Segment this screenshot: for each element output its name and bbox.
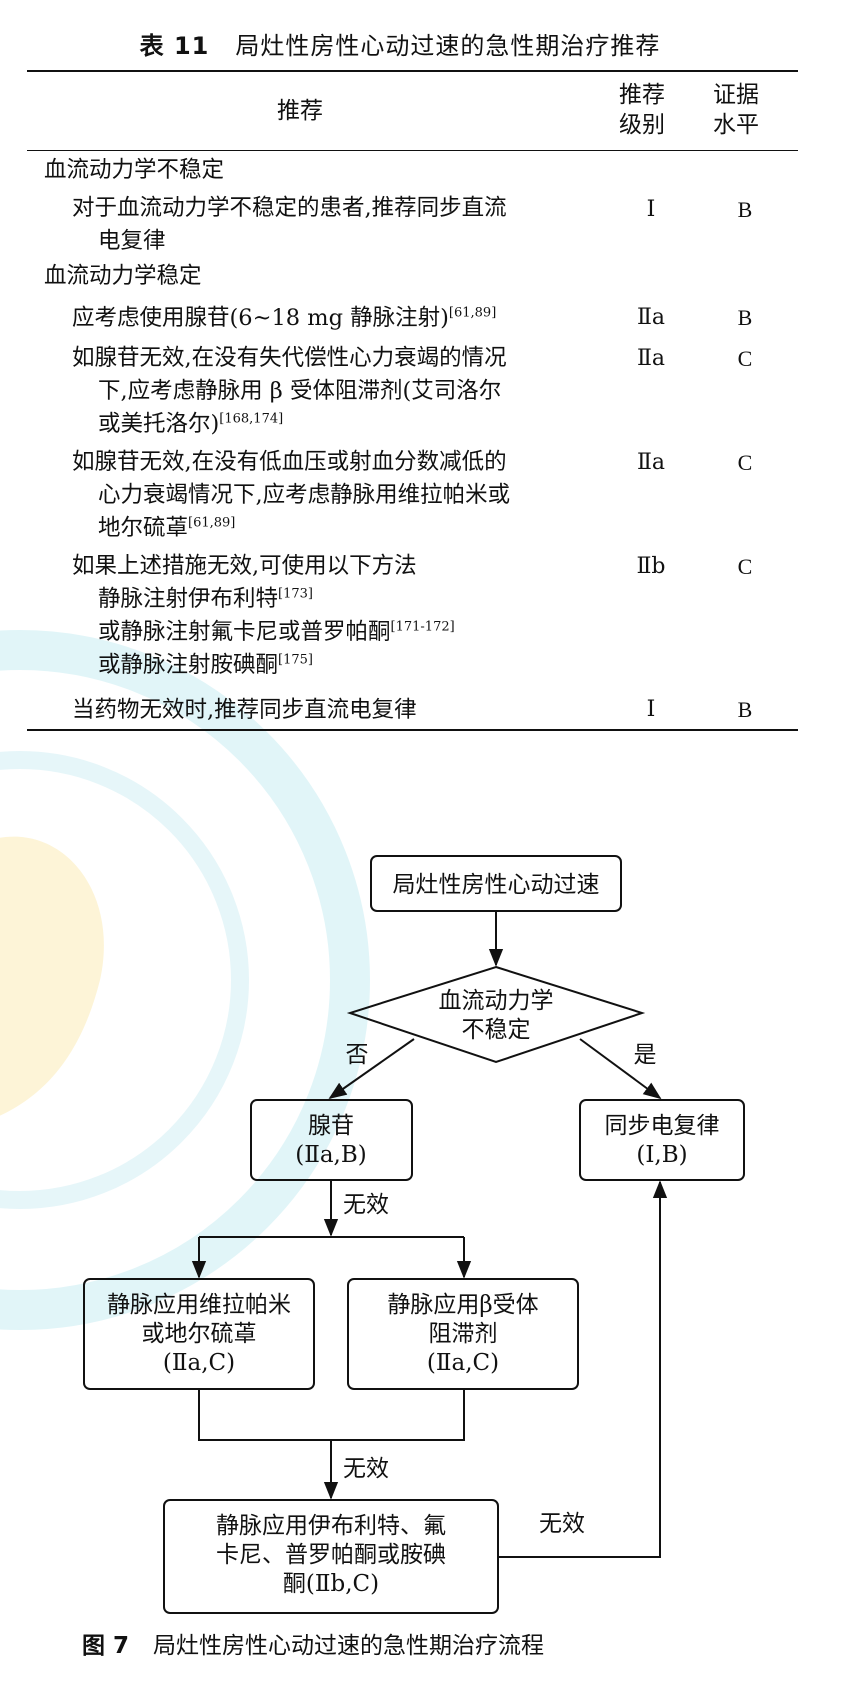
beta-blocker-label-line3: (Ⅱa,C)	[427, 1350, 499, 1376]
citation: [173]	[278, 586, 313, 602]
start-label: 局灶性房性心动过速	[393, 872, 600, 898]
arrow-yes	[579, 1038, 662, 1100]
citation: [171-172]	[390, 619, 455, 635]
ibutilide-label-line3: 酮(Ⅱb,C)	[283, 1571, 379, 1597]
adenosine-box	[250, 1099, 413, 1181]
header-level: 证据 水平	[713, 82, 759, 138]
row5-class: Ⅱb	[636, 554, 666, 579]
row6-class: Ⅰ	[646, 697, 656, 722]
citation: [175]	[278, 652, 313, 668]
table-row: 如果上述措施无效,可使用以下方法 静脉注射伊布利特[173] 或静脉注射氟卡尼或…	[72, 553, 455, 678]
table-header-rule	[27, 150, 798, 151]
adenosine-label-line2: (Ⅱa,B)	[295, 1142, 367, 1168]
ineffective-label-3: 无效	[539, 1511, 585, 1537]
row1-class: Ⅰ	[646, 197, 656, 222]
row4-level: C	[737, 450, 753, 475]
adenosine-label-line1: 腺苷	[308, 1113, 354, 1139]
citation: [61,89]	[188, 515, 236, 531]
cardioversion-box	[579, 1099, 745, 1181]
figure-title: 局灶性房性心动过速的急性期治疗流程	[153, 1633, 545, 1659]
header-recommendation: 推荐	[277, 98, 323, 124]
decision-label-line2: 不稳定	[462, 1017, 531, 1043]
beta-blocker-label-line1: 静脉应用β受体	[387, 1292, 538, 1318]
row1-level: B	[737, 197, 753, 222]
row6-level: B	[737, 697, 753, 722]
ineffective-label-1: 无效	[343, 1192, 389, 1218]
section-stable: 血流动力学稳定	[44, 263, 202, 289]
table-caption: 表 11 局灶性房性心动过速的急性期治疗推荐	[0, 26, 800, 61]
beta-blocker-label-line2: 阻滞剂	[429, 1321, 498, 1347]
section-unstable: 血流动力学不稳定	[44, 157, 225, 183]
citation: [61,89]	[448, 305, 497, 321]
row3-level: C	[737, 346, 753, 371]
cardioversion-label-line1: 同步电复律	[605, 1113, 720, 1139]
table-row: 应考虑使用腺苷(6~18 mg 静脉注射)[61,89]	[72, 305, 497, 331]
table-label: 表 11	[139, 32, 210, 60]
decision-label-line1: 血流动力学	[439, 988, 554, 1014]
verapamil-label-line1: 静脉应用维拉帕米	[107, 1292, 291, 1318]
figure-label: 图 7	[82, 1633, 130, 1659]
row5-level: C	[737, 554, 753, 579]
ibutilide-label-line2: 卡尼、普罗帕酮或胺碘	[216, 1542, 446, 1568]
verapamil-label-line2: 或地尔硫䓬	[142, 1321, 257, 1347]
row2-level: B	[737, 305, 753, 330]
cardioversion-label-line2: (Ⅰ,B)	[636, 1142, 687, 1168]
no-label: 否	[346, 1042, 369, 1068]
merge-connector	[198, 1389, 465, 1441]
arrow-to-cardioversion	[498, 1180, 668, 1558]
table-bottom-rule	[27, 729, 798, 731]
verapamil-label-line3: (Ⅱa,C)	[163, 1350, 235, 1376]
figure-caption: 图 7 局灶性房性心动过速的急性期治疗流程	[82, 1626, 544, 1660]
table-row: 如腺苷无效,在没有失代偿性心力衰竭的情况 下,应考虑静脉用 β 受体阻滞剂(艾司…	[72, 345, 507, 437]
header-class: 推荐 级别	[619, 82, 665, 138]
row2-class: Ⅱa	[636, 305, 666, 330]
ibutilide-label-line1: 静脉应用伊布利特、氟	[216, 1513, 446, 1539]
row3-class: Ⅱa	[636, 346, 666, 371]
yes-label: 是	[634, 1042, 657, 1068]
table-row: 当药物无效时,推荐同步直流电复律	[72, 697, 417, 723]
table-row: 对于血流动力学不稳定的患者,推荐同步直流 电复律	[72, 195, 507, 254]
decision-diamond	[346, 965, 646, 1064]
row4-class: Ⅱa	[636, 450, 666, 475]
table-top-rule	[27, 70, 798, 72]
table-title: 局灶性房性心动过速的急性期治疗推荐	[235, 32, 661, 60]
citation: [168,174]	[219, 411, 284, 427]
arrow-no	[328, 1038, 415, 1100]
ineffective-label-2: 无效	[343, 1456, 389, 1482]
table-row: 如腺苷无效,在没有低血压或射血分数减低的 心力衰竭情况下,应考虑静脉用维拉帕米或…	[72, 449, 511, 541]
